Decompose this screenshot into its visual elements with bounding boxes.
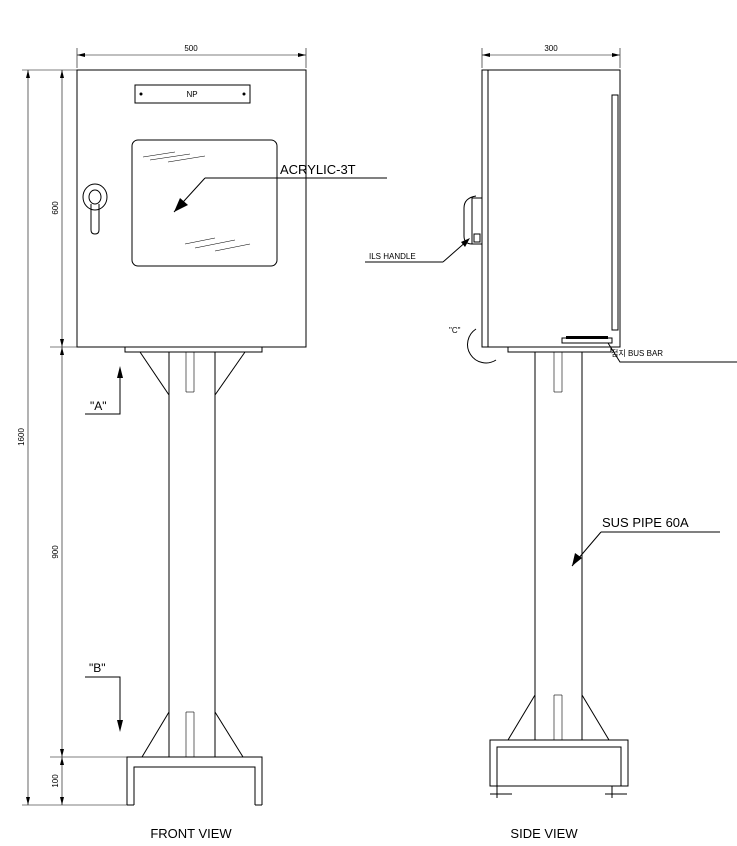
sus-pipe-label: SUS PIPE 60A [602,515,689,530]
ils-handle-label: ILS HANDLE [369,252,416,261]
bus-bar-label: 접지 BUS BAR [611,348,663,358]
section-a-label: "A" [90,399,107,413]
side-view-title: SIDE VIEW [510,826,578,841]
height-total-label: 1600 [17,428,26,446]
sus-pipe-leader: SUS PIPE 60A [571,515,720,567]
height-100-label: 100 [51,774,60,788]
acrylic-window [131,139,278,267]
acrylic-leader: ACRYLIC-3T [173,162,387,213]
side-width-dimension: 300 [481,44,621,68]
acrylic-label: ACRYLIC-3T [280,162,356,177]
side-width-label: 300 [544,44,558,53]
side-view: 300 ILS HANDLE "C" 접지 BUS BAR [365,44,737,841]
height-900-label: 900 [51,545,60,559]
side-base [489,739,629,798]
mounting-plate [124,346,263,353]
front-pipe [139,351,246,758]
front-width-label: 500 [184,44,198,53]
left-dimensions: 1600 600 900 100 [17,69,170,806]
cabinet-side [481,69,621,348]
handle [82,183,108,235]
front-view-title: FRONT VIEW [150,826,232,841]
cabinet-front [76,69,307,348]
side-pipe [507,352,610,741]
section-c-label: "C" [449,326,461,335]
ils-handle: ILS HANDLE [365,195,483,263]
section-c-marker: "C" [449,326,497,364]
front-view: 500 NP ACRYLIC-3T [17,44,387,841]
section-b-label: "B" [89,661,106,675]
door-edge [611,94,619,331]
front-width-dimension: 500 [76,44,307,68]
ground-bus-bar: 접지 BUS BAR [561,336,737,363]
nameplate-label: NP [186,90,197,99]
height-600-label: 600 [51,201,60,215]
section-b-marker: "B" [85,661,123,732]
nameplate: NP [134,84,251,104]
front-base [126,756,263,806]
section-a-marker: "A" [85,366,123,415]
side-mounting-plate [507,346,612,353]
